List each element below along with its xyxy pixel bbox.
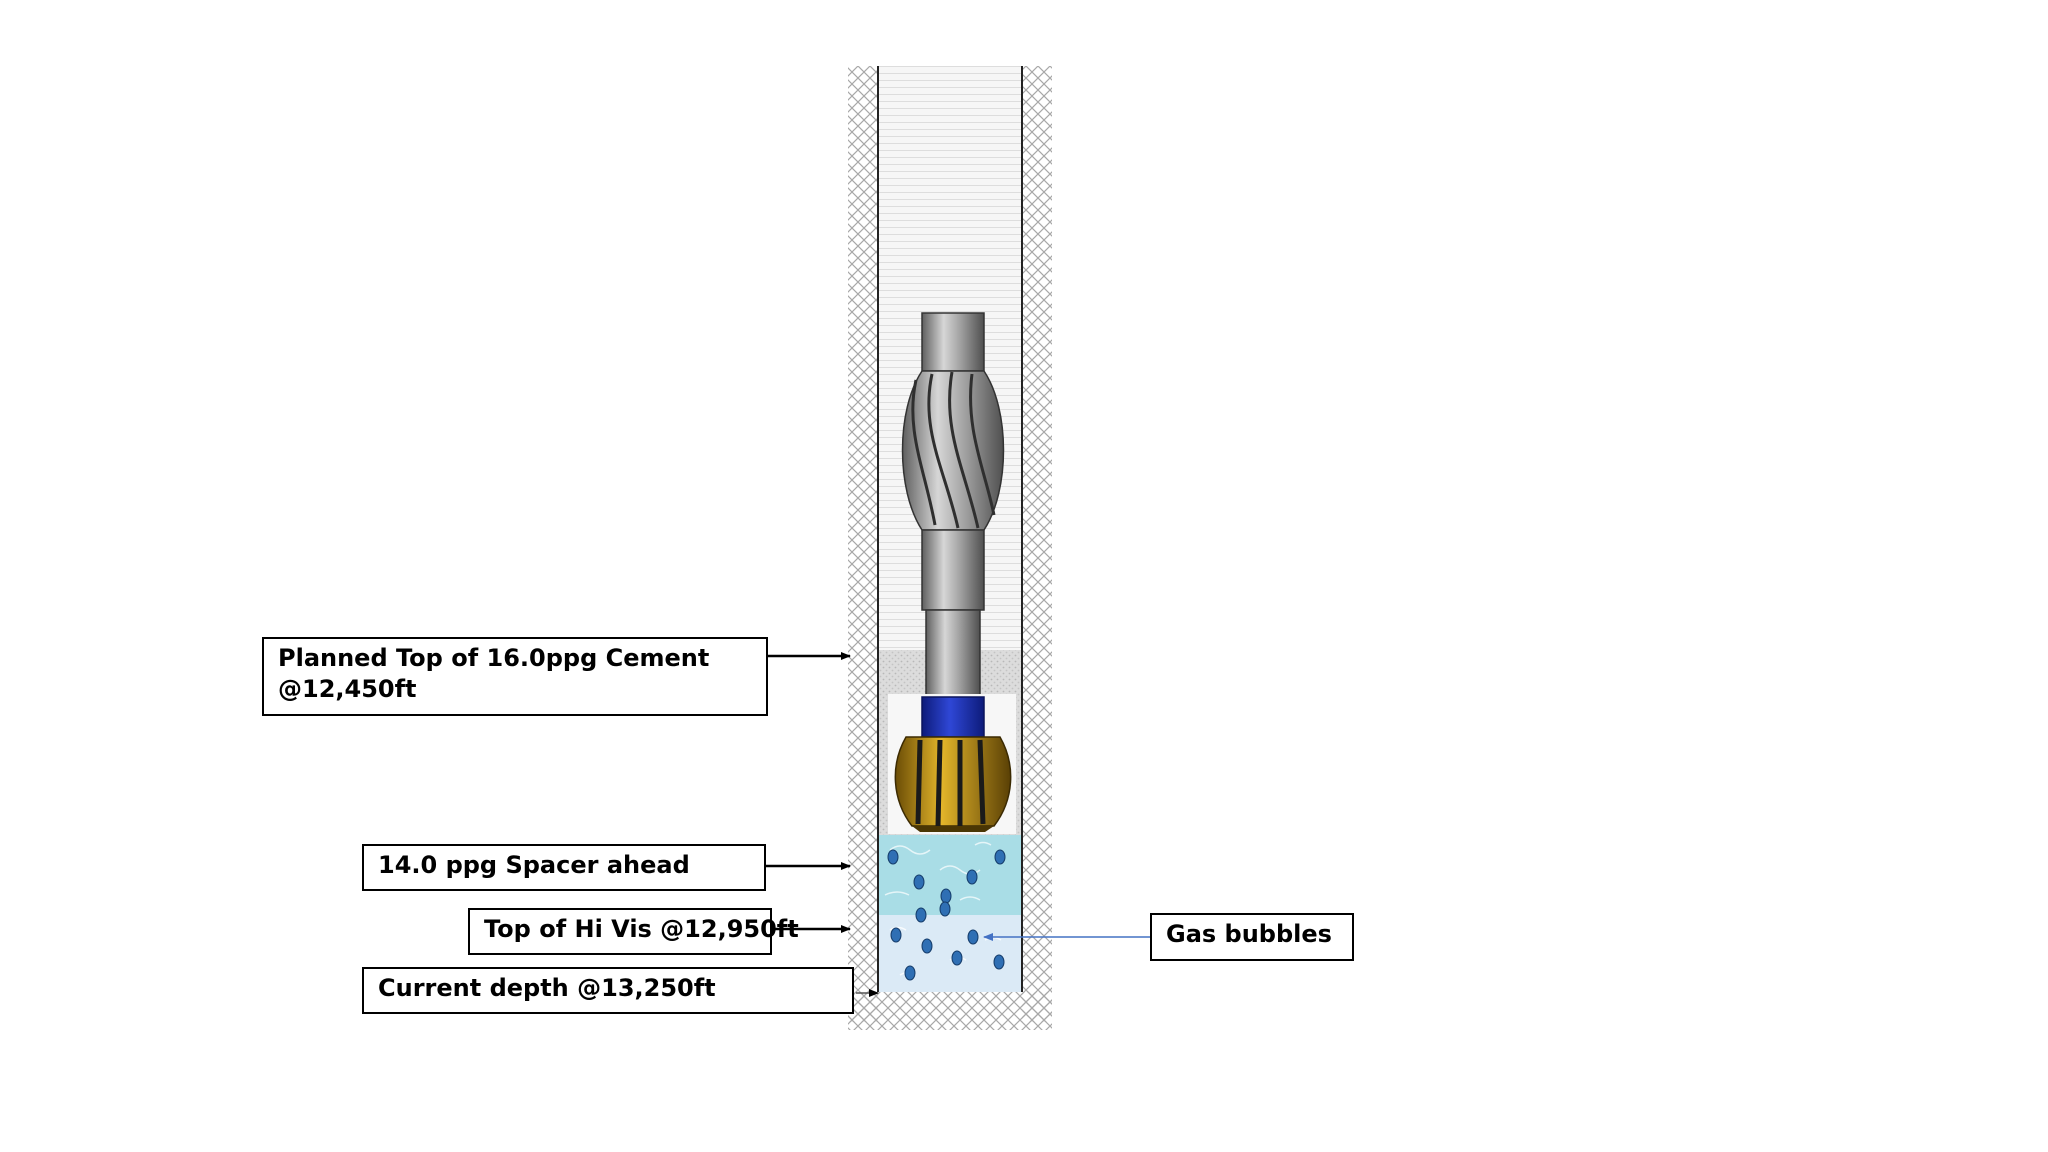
gas-bubble <box>951 950 963 966</box>
hi-vis-label-text: Top of Hi Vis @12,950ft <box>484 915 799 943</box>
gas-bubble <box>915 907 927 923</box>
gas-bubble <box>913 874 925 890</box>
bit-connector <box>921 696 985 738</box>
gas-bubble <box>890 927 902 943</box>
gas-bubble <box>993 954 1005 970</box>
formation-wall-right <box>1022 66 1052 1022</box>
spacer-label-text: 14.0 ppg Spacer ahead <box>378 851 690 879</box>
cement-top-label-line2: @12,450ft <box>278 675 417 703</box>
gas-bubbles <box>887 849 1006 981</box>
current-depth-label: Current depth @13,250ft <box>362 967 854 1014</box>
formation-wall-left <box>848 66 878 1022</box>
gas-bubble <box>887 849 899 865</box>
drill-bit <box>894 736 1012 832</box>
gas-bubble <box>966 869 978 885</box>
gas-bubble <box>921 938 933 954</box>
gas-bubble <box>939 901 951 917</box>
gas-bubbles-label: Gas bubbles <box>1150 913 1354 961</box>
gas-bubble <box>994 849 1006 865</box>
gas-bubble <box>967 929 979 945</box>
hi-vis-label: Top of Hi Vis @12,950ft <box>468 908 799 955</box>
current-depth-label-text: Current depth @13,250ft <box>378 974 716 1002</box>
gas-bubble <box>940 888 952 904</box>
cement-top-label: Planned Top of 16.0ppg Cement @12,450ft <box>262 637 768 716</box>
formation-bottom <box>848 992 1052 1030</box>
gas-bubble <box>904 965 916 981</box>
bit-sub <box>925 609 981 698</box>
spacer-zone <box>878 835 1022 915</box>
cement-top-label-line1: Planned Top of 16.0ppg Cement <box>278 644 710 672</box>
gas-bubbles-label-text: Gas bubbles <box>1166 920 1332 948</box>
stabilizer <box>901 370 1005 531</box>
stabilizer-lower-body <box>921 529 985 611</box>
drill-pipe <box>921 312 985 372</box>
spacer-label: 14.0 ppg Spacer ahead <box>362 844 766 891</box>
hi-vis-zone <box>878 915 1022 992</box>
